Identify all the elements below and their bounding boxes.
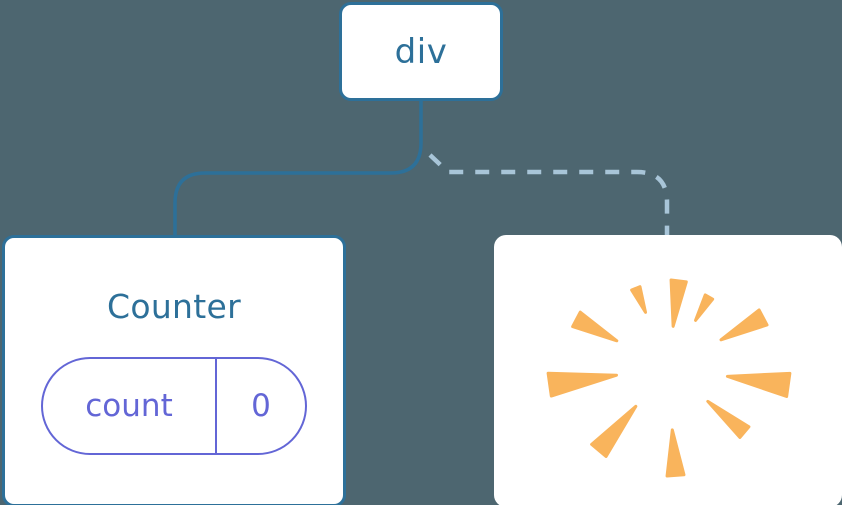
node-div[interactable]: div [339,2,503,101]
edge-div-effect-path [428,153,670,240]
ray-n [669,278,688,328]
ray-w [546,371,619,398]
ray-ssw [590,404,638,458]
ray-ese [706,399,751,439]
ray-nne [694,293,715,322]
node-effect[interactable] [494,235,842,505]
ray-s [665,428,686,478]
state-key-label: count [43,359,217,453]
sparkle-burst-icon [546,278,792,478]
state-value-label: 0 [251,387,271,424]
node-counter-label: Counter [107,287,241,326]
state-pill-count[interactable]: count 0 [41,357,307,455]
ray-wnw [571,310,619,343]
node-div-label: div [394,31,448,72]
ray-nnw [630,285,648,314]
edge-div-counter-path [173,99,423,242]
ray-ene [719,308,769,342]
ray-e [725,371,792,398]
node-counter[interactable]: Counter count 0 [2,235,346,505]
